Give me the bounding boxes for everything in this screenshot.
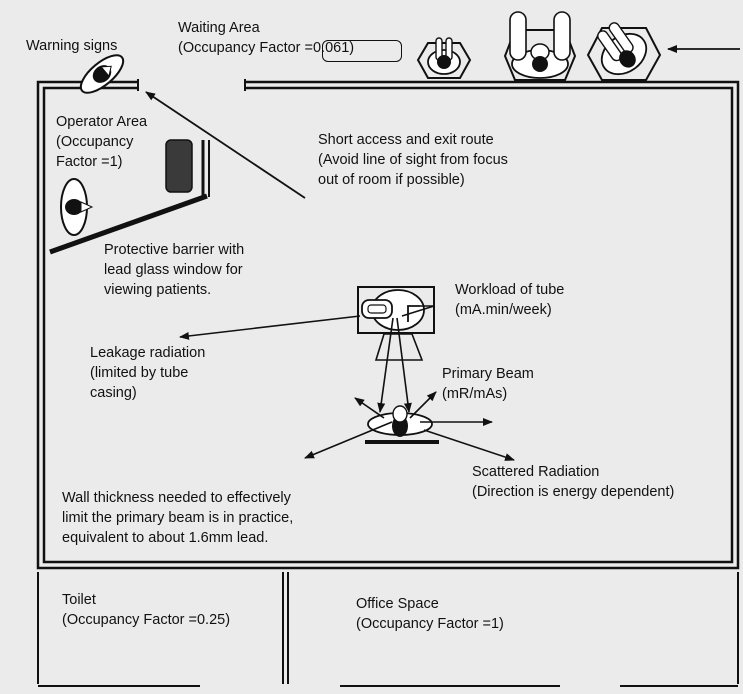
primary-beam-label: Primary Beam (mR/mAs) bbox=[442, 366, 534, 402]
main-room-walls bbox=[36, 79, 740, 570]
scatter-arrow-left bbox=[304, 421, 393, 459]
waiting-chair-2-icon bbox=[503, 11, 577, 81]
protective-barrier bbox=[49, 139, 210, 255]
wall-thickness-label: Wall thickness needed to effectively lim… bbox=[62, 490, 294, 546]
leakage-radiation-arrow bbox=[179, 315, 361, 340]
scatter-arrow-downright bbox=[423, 429, 515, 461]
office-space-label: Office Space (Occupancy Factor =1) bbox=[356, 596, 504, 632]
leakage-radiation-label: Leakage radiation (limited by tube casin… bbox=[90, 345, 206, 401]
radiation-arrows bbox=[179, 315, 515, 461]
waiting-chair-1-icon bbox=[416, 37, 472, 79]
access-route-label: Short access and exit route (Avoid line … bbox=[318, 132, 508, 188]
workload-label: Workload of tube (mA.min/week) bbox=[455, 282, 565, 318]
access-route-arrow bbox=[145, 91, 306, 199]
x-ray-tube-icon bbox=[357, 286, 435, 361]
primary-beam-lines bbox=[377, 305, 435, 413]
lower-rooms-walls bbox=[37, 572, 739, 687]
operator-person-icon bbox=[60, 178, 94, 236]
operator-area-label: Operator Area (Occupancy Factor =1) bbox=[56, 114, 148, 170]
toilet-label: Toilet (Occupancy Factor =0.25) bbox=[62, 592, 231, 628]
warning-sign-person-icon bbox=[79, 54, 125, 94]
protective-barrier-label: Protective barrier with lead glass windo… bbox=[104, 242, 245, 298]
occupancy-factor-box bbox=[322, 40, 402, 62]
patient-icon bbox=[365, 405, 439, 444]
warning-signs-label: Warning signs bbox=[26, 38, 118, 54]
scatter-arrow-upright bbox=[409, 391, 437, 419]
scattered-radiation-label: Scattered Radiation (Direction is energy… bbox=[472, 464, 675, 500]
waiting-area-label: Waiting Area (Occupancy Factor =0.061) bbox=[178, 20, 355, 56]
scatter-arrow-upleft bbox=[354, 397, 385, 419]
waiting-chair-3-icon bbox=[586, 22, 662, 81]
